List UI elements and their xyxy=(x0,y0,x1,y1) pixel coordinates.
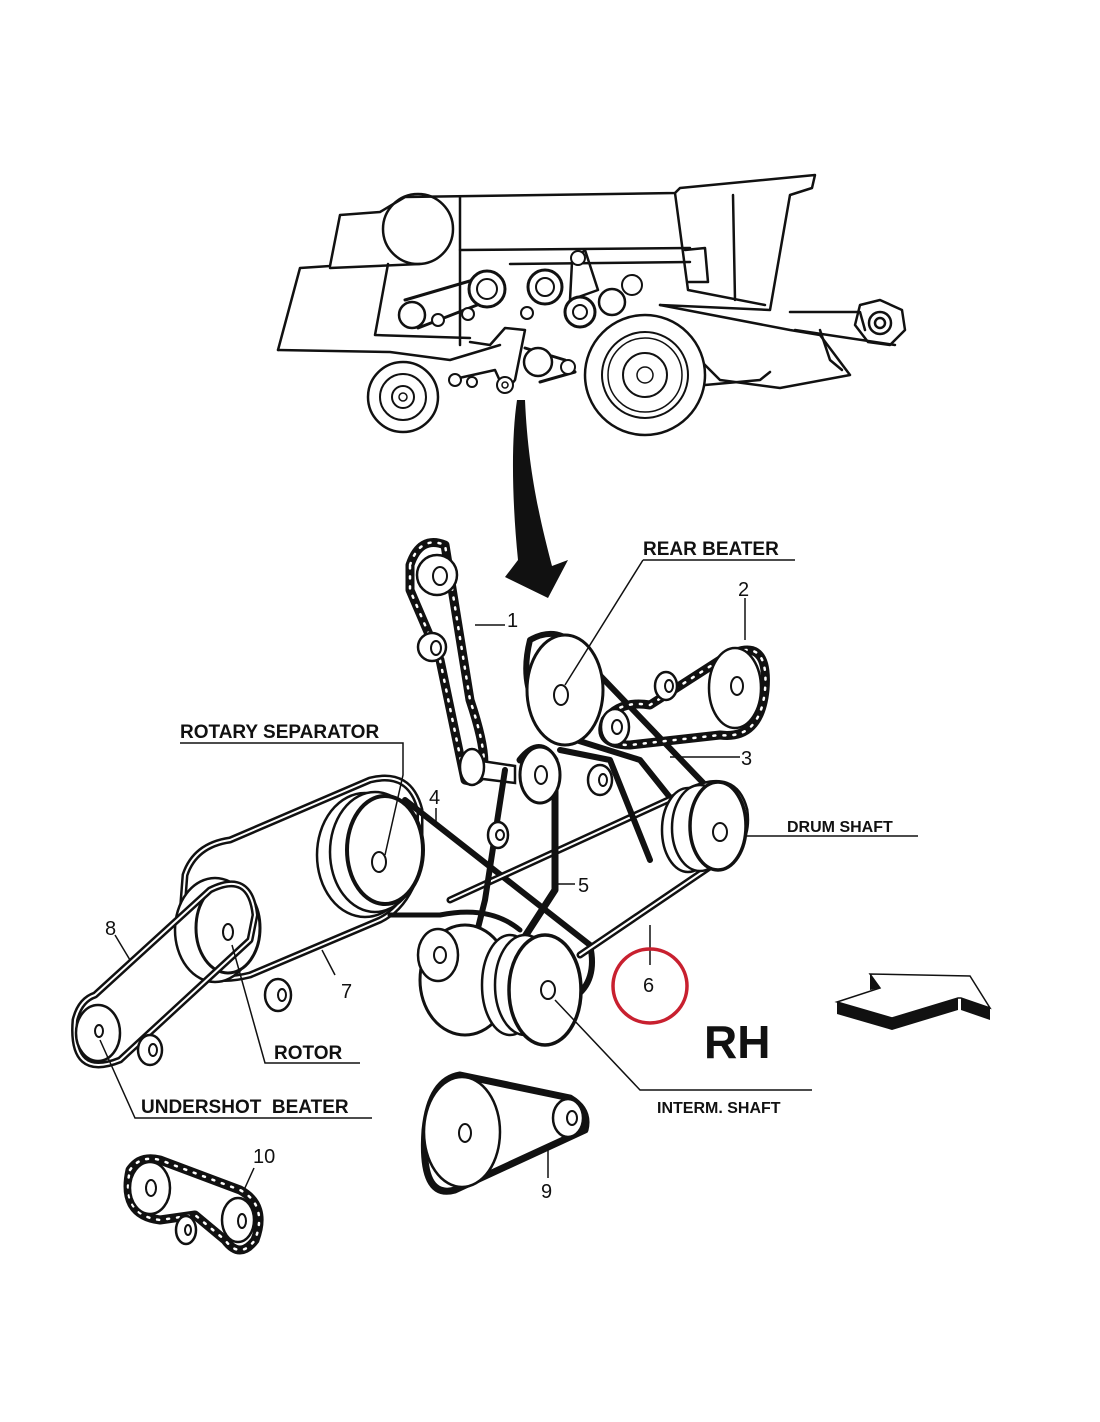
callout-4: 4 xyxy=(429,787,440,809)
curved-arrow-down-icon xyxy=(505,400,568,598)
rear-wheel-icon xyxy=(366,360,440,434)
undershot-beater-pulley xyxy=(74,1003,122,1063)
callout-8: 8 xyxy=(105,918,116,940)
rear-beater-pulley xyxy=(525,633,605,747)
interm-shaft-pulley xyxy=(416,923,583,1047)
label-drum-shaft: DRUM SHAFT xyxy=(787,819,893,836)
callout-5: 5 xyxy=(578,875,589,897)
belt-1 xyxy=(405,538,517,787)
label-rotor: ROTOR xyxy=(274,1043,343,1064)
side-label-rh: RH xyxy=(704,1016,770,1068)
label-rear-beater: REAR BEATER xyxy=(643,539,779,560)
callout-6: 6 xyxy=(643,975,654,997)
front-wheel-icon xyxy=(583,313,707,437)
leader-lines xyxy=(99,559,918,1191)
callout-1: 1 xyxy=(507,610,518,632)
label-rotary-separator: ROTARY SEPARATOR xyxy=(180,722,379,743)
highlight-circle xyxy=(611,947,689,1025)
header-reel-icon xyxy=(853,298,907,347)
callout-10: 10 xyxy=(253,1146,275,1168)
label-interm-shaft: INTERM. SHAFT xyxy=(657,1100,781,1117)
drum-shaft-pulley xyxy=(660,780,748,874)
belt-2 xyxy=(598,645,770,750)
label-undershot-beater: UNDERSHOT BEATER xyxy=(141,1097,349,1118)
callout-2: 2 xyxy=(738,579,749,601)
callout-9: 9 xyxy=(541,1181,552,1203)
belt-3 xyxy=(523,630,715,816)
direction-arrow-icon xyxy=(834,973,992,1030)
belt-10 xyxy=(123,1154,264,1255)
belt-5 xyxy=(462,744,653,983)
callout-3: 3 xyxy=(741,748,752,770)
rotary-separator-pulley xyxy=(315,790,425,919)
belt-8 xyxy=(71,880,259,1069)
belt-9 xyxy=(420,1071,590,1195)
callout-7: 7 xyxy=(341,981,352,1003)
combine-harvester-icon xyxy=(276,173,907,437)
